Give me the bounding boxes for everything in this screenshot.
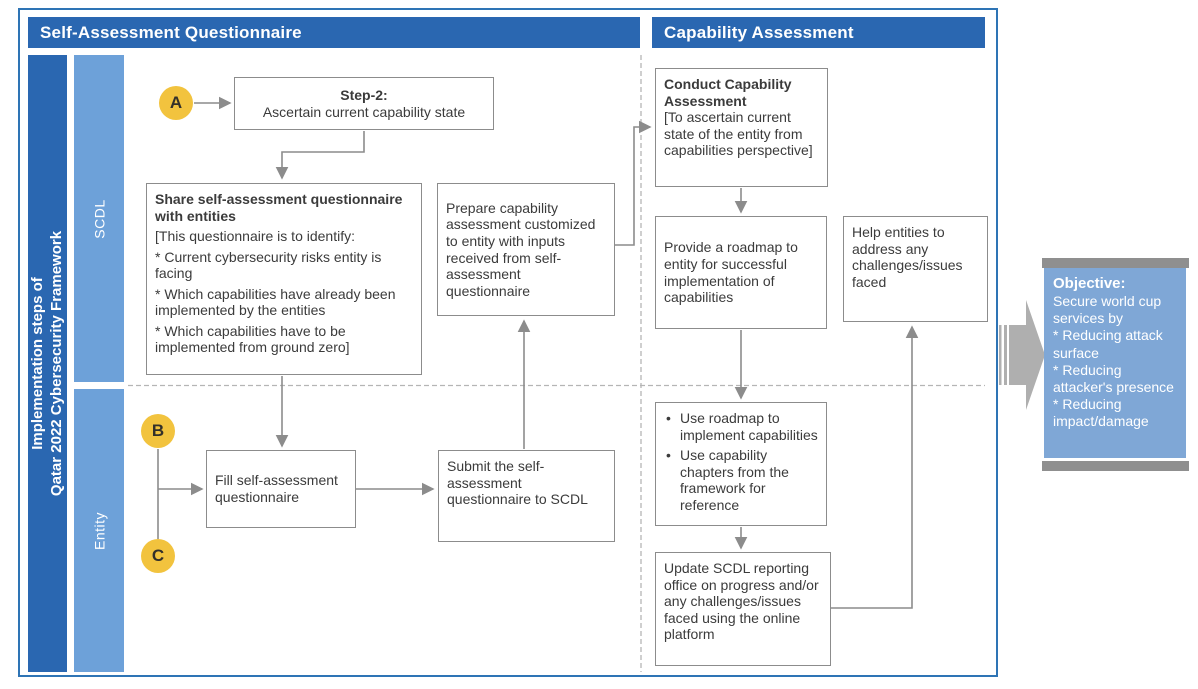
box-step2-body: Ascertain current capability state [262,103,466,120]
rail-implementation-steps-label: Implementation steps of Qatar 2022 Cyber… [28,230,65,497]
box-help-body: Help entities to address any challenges/… [852,224,963,290]
box-share-line: * Which capabilities have to be implemen… [155,322,350,356]
header-capability-assessment-label: Capability Assessment [664,23,854,42]
marker-c: C [141,539,175,573]
box-help-entities: Help entities to address any challenges/… [843,216,988,322]
box-use-roadmap: Use roadmap to implement capabilities Us… [655,402,827,526]
box-provide-roadmap: Provide a roadmap to entity for successf… [655,216,827,329]
box-use-roadmap-list: Use roadmap to implement capabilities Us… [664,410,818,513]
box-fill-questionnaire: Fill self-assessment questionnaire [206,450,356,528]
box-conduct-assessment: Conduct Capability Assessment [To ascert… [655,68,828,187]
box-conduct-body: [To ascertain current state of the entit… [664,109,813,159]
box-submit-questionnaire: Submit the self-assessment questionnaire… [438,450,615,542]
marker-b: B [141,414,175,448]
box-share-line: * Which capabilities have already been i… [155,285,396,319]
rail-scdl-label: SCDL [91,198,107,239]
objective-box: Objective: Secure world cup services by … [1044,268,1186,458]
header-capability-assessment: Capability Assessment [652,17,985,48]
box-step2-title: Step-2: [340,86,388,103]
box-submit-body: Submit the self-assessment questionnaire… [447,458,588,508]
box-share-title: Share self-assessment questionnaire with… [155,191,403,224]
box-fill-body: Fill self-assessment questionnaire [215,472,338,505]
header-self-assessment-label: Self-Assessment Questionnaire [40,23,302,42]
box-share-line: * Current cybersecurity risks entity is … [155,248,382,282]
rail-implementation-steps: Implementation steps of Qatar 2022 Cyber… [28,55,67,672]
rail-entity-label: Entity [91,511,107,550]
rail-entity: Entity [74,389,124,672]
objective-striped-arrow-icon [999,300,1045,410]
box-use-roadmap-bullet: Use roadmap to implement capabilities [664,410,818,443]
box-conduct-title: Conduct Capability Assessment [664,76,792,109]
objective-bottom-bar [1042,461,1189,471]
box-use-roadmap-bullet: Use capability chapters from the framewo… [664,447,818,513]
box-share-questionnaire: Share self-assessment questionnaire with… [146,183,422,375]
box-provide-body: Provide a roadmap to entity for successf… [664,239,798,306]
box-step2: Step-2: Ascertain current capability sta… [234,77,494,130]
box-share-line: [This questionnaire is to identify: [155,228,355,245]
header-self-assessment: Self-Assessment Questionnaire [28,17,640,48]
objective-top-bar [1042,258,1189,268]
box-update-scdl: Update SCDL reporting office on progress… [655,552,831,666]
objective-title: Objective: [1053,275,1126,292]
box-prepare-assessment: Prepare capability assessment customized… [437,183,615,316]
outer-frame [18,8,998,677]
objective-body: Secure world cup services by * Reducing … [1053,293,1174,429]
rail-scdl: SCDL [74,55,124,382]
box-prepare-body: Prepare capability assessment customized… [446,199,596,299]
box-update-body: Update SCDL reporting office on progress… [664,560,819,643]
marker-a: A [159,86,193,120]
